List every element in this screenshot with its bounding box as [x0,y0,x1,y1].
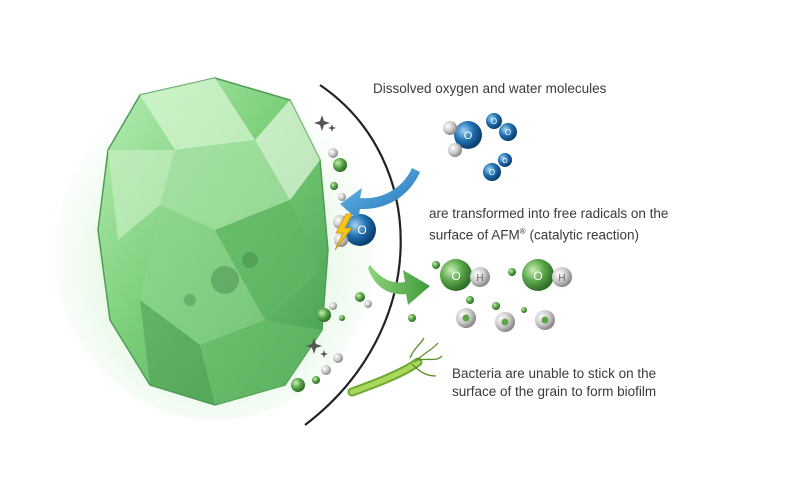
caption-bacteria-line1: Bacteria are unable to stick on the [452,365,712,383]
oxygen-atom-label: O [464,130,473,142]
afm-glass-grain [98,78,328,405]
catalytic-text: (catalytic reaction) [526,228,639,243]
caption-bacteria: Bacteria are unable to stick on the surf… [452,365,712,401]
oxygen-radical [495,312,515,332]
hydrogen-atom-label: H [476,273,483,284]
hydroxyl-radical: O H [440,259,490,291]
oxygen-atom-label: O [505,128,511,137]
oxygen-radical [535,310,555,330]
hydrogen-atom-label: H [558,273,565,284]
oxygen-atom-label: O [489,168,495,177]
oxygen-atom-label: O [502,158,508,165]
oxygen-atom-label: O [491,117,497,126]
caption-free-radicals-line1: are transformed into free radicals on th… [429,205,729,223]
caption-free-radicals-line2: surface of AFM® (catalytic reaction) [429,223,729,245]
oxygen-atom-label: O [533,269,542,283]
free-radicals: O H O H [408,259,572,332]
caption-free-radicals: are transformed into free radicals on th… [429,205,729,245]
bacteria-icon [352,338,442,392]
water-molecule: O O [483,153,512,181]
oxygen-atom-label: O [357,223,366,237]
water-molecule: O [443,121,482,157]
water-molecule: O O [486,113,517,141]
oxygen-atom-label: O [451,269,460,283]
afm-text: surface of AFM [429,228,520,243]
caption-oxygen-water: Dissolved oxygen and water molecules [373,80,606,98]
oxygen-radical [456,308,476,328]
caption-bacteria-line2: surface of the grain to form biofilm [452,383,712,401]
hydroxyl-radical: O H [522,259,572,291]
